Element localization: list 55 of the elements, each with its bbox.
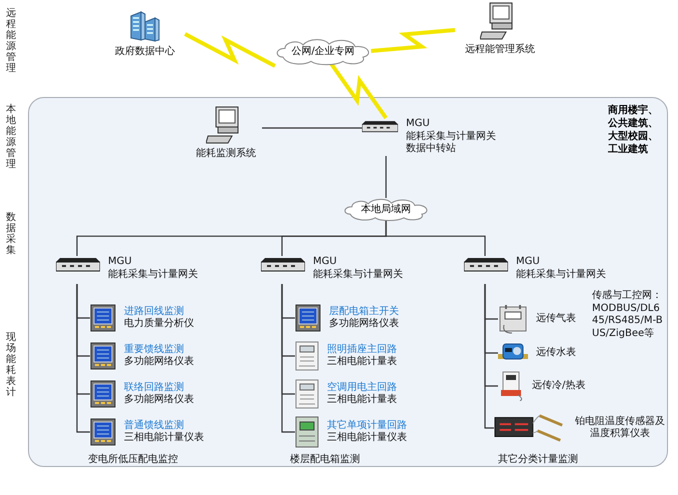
layer-label: 数据采集 (6, 212, 16, 256)
network-line (262, 127, 362, 129)
device-model: MGU (516, 256, 541, 268)
device-description: 数据中转站 (406, 143, 457, 156)
layer-label: 现场能耗表计 (6, 332, 16, 398)
meter-type: 三相电能计量仪表 (327, 432, 407, 444)
network-line (385, 156, 387, 198)
protocol-note: 传感与工控网：MODBUS/DL645/RS485/M-BUS/ZigBee等 (592, 290, 664, 340)
network-line (76, 284, 90, 433)
device-model: MGU (406, 118, 431, 130)
network-line (484, 284, 494, 429)
network-cloud (343, 198, 429, 220)
layer-label: 本地能源管理 (6, 104, 16, 170)
site-types-text: 商用楼宇、公共建筑、大型校园、工业建筑 (608, 104, 659, 156)
meter-purpose: 空调用电主回路 (327, 382, 397, 394)
meter-purpose: 联络回路监测 (124, 382, 185, 394)
device-description: 能耗采集与计量网关 (406, 130, 496, 142)
system-name: 远程能管理系统 (465, 44, 535, 56)
system-name: 政府数据中心 (115, 46, 175, 58)
wireless-link (329, 62, 388, 120)
device-model: MGU (108, 256, 133, 268)
device-description: 能耗采集与计量网关 (313, 268, 403, 281)
meter-purpose: 铂电阻温度传感器及温度积算仪表 (574, 416, 666, 440)
wireless-link (184, 32, 276, 68)
group-caption: 楼层配电箱监测 (290, 452, 360, 466)
network-name: 本地局域网 (361, 202, 411, 216)
device-description: 能耗采集与计量网关 (108, 268, 198, 281)
meter-type: 多功能网络仪表 (329, 318, 399, 330)
meter-type: 电力质量分析仪 (124, 318, 194, 330)
meter-type: 三相电能计量仪表 (124, 432, 204, 444)
meter-purpose: 照明插座主回路 (327, 344, 397, 356)
network-cloud (275, 38, 371, 64)
device-model: MGU (313, 256, 338, 268)
meter-type: 三相电能计量表 (327, 356, 397, 368)
meter-purpose: 其它单项计量回路 (327, 420, 407, 432)
group-caption: 其它分类计量监测 (498, 452, 578, 466)
meter-purpose: 远传冷/热表 (532, 380, 586, 392)
network-line (385, 220, 486, 256)
meter-purpose: 普通馈线监测 (124, 420, 185, 432)
meter-purpose: 远传水表 (536, 346, 576, 360)
wireless-link (370, 28, 456, 53)
device-description: 能耗采集与计量网关 (516, 268, 606, 281)
meter-type: 多功能网络仪表 (124, 394, 194, 406)
system-name: 能耗监测系统 (196, 148, 256, 160)
meter-type: 三相电能计量表 (327, 394, 397, 406)
network-name: 公网/企业专网 (291, 44, 355, 58)
meter-type: 多功能网络仪表 (124, 356, 194, 368)
meter-purpose: 重要馈线监测 (124, 344, 185, 356)
layer-label: 远程能源管理 (6, 8, 16, 74)
site-panel (28, 97, 668, 467)
meter-purpose: 层配电箱主开关 (329, 306, 399, 318)
meter-purpose: 远传气表 (536, 312, 576, 326)
meter-purpose: 进路回线监测 (124, 306, 185, 318)
network-line (281, 284, 295, 433)
group-caption: 变电所低压配电监控 (88, 452, 178, 466)
